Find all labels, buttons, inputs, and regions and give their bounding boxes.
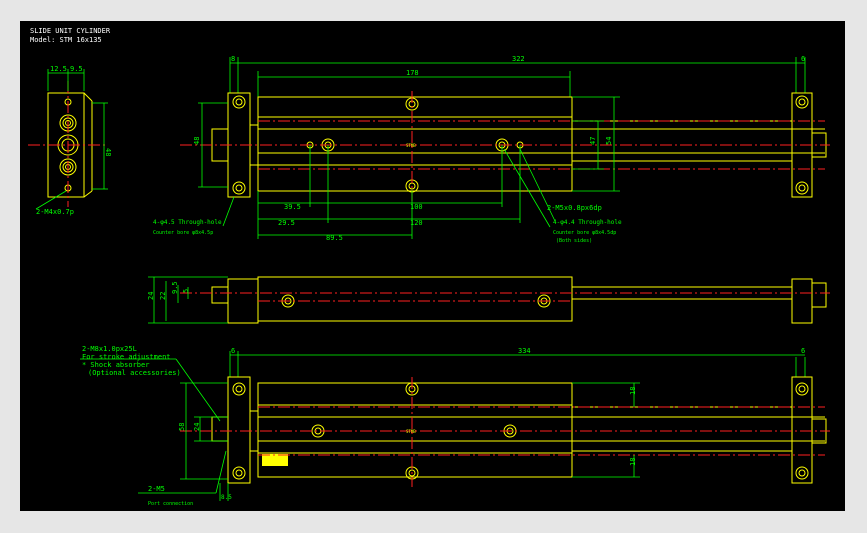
dim-322: 322: [512, 55, 525, 63]
dim-89-5: 89.5: [326, 234, 343, 242]
m8-note-4: (Optional accessories): [88, 369, 181, 377]
thread-m4-note: 2-M4x0.7p: [36, 208, 74, 216]
dim-334: 334: [518, 347, 531, 355]
dim-6-bottom-right: 6: [801, 347, 805, 355]
drawing-title: SLIDE UNIT CYLINDER: [30, 27, 111, 35]
thru-left-note: 4-φ4.5 Through-hole: [153, 219, 222, 226]
body-marking-top: STMB: [406, 143, 416, 148]
dim-9-5-mid: 9.5: [171, 281, 179, 294]
dim-24-mid: 24: [147, 292, 155, 300]
dim-5: 5: [182, 289, 190, 293]
dim-58: 58: [178, 423, 186, 431]
dim-178: 178: [406, 69, 419, 77]
dim-54: 54: [605, 137, 613, 145]
both-sides-note: (Both sides): [556, 238, 592, 244]
dim-12-5: 12.5: [50, 65, 67, 73]
dim-6-bottom-left: 6: [231, 347, 235, 355]
m8-note-3: * Shock absorber: [82, 361, 149, 369]
cbore-left-note: Counter bore φ8x4.5p: [153, 230, 213, 236]
dim-18-upper: 18: [629, 387, 637, 395]
body-marking-bottom: STMB: [406, 429, 416, 434]
dim-22: 22: [159, 292, 167, 300]
bottom-view: [80, 351, 830, 501]
cad-drawing-canvas[interactable]: SLIDE UNIT CYLINDER Model: STM 16x135 12…: [20, 21, 845, 511]
dim-120: 120: [410, 219, 423, 227]
cbore-right-note: Counter bore φ8x4.5dp: [553, 230, 616, 236]
port-note: Port connection: [148, 501, 193, 507]
dim-8-5: 8.5: [221, 494, 232, 501]
dim-24-bottom: 24: [193, 423, 201, 431]
model-label: Model: STM 16x135: [30, 36, 102, 44]
dim-100: 100: [410, 203, 423, 211]
dim-18-lower: 18: [629, 458, 637, 466]
m8-note-1: 2-M8x1.0px25L: [82, 345, 137, 353]
m5-note: 2-M5: [148, 485, 165, 493]
thru-right-note: 4-φ4.4 Through-hole: [553, 219, 622, 226]
dim-48: 48: [193, 137, 201, 145]
dim-6-top: 6: [801, 55, 805, 63]
cad-drawing: SLIDE UNIT CYLINDER Model: STM 16x135 12…: [28, 27, 830, 507]
top-view: [180, 57, 830, 239]
dim-48-end: 48: [104, 148, 112, 156]
dim-47: 47: [589, 137, 597, 145]
side-view: [148, 276, 830, 324]
dim-8: 8: [231, 55, 235, 63]
warning-label: [262, 454, 288, 466]
tap-note: 2-M5x0.8px6dp: [547, 204, 602, 212]
end-view: [28, 69, 108, 210]
dim-9-5: 9.5: [70, 65, 83, 73]
dim-39-5: 39.5: [284, 203, 301, 211]
m8-note-2: For stroke adjustment: [82, 353, 171, 361]
dim-29-5: 29.5: [278, 219, 295, 227]
